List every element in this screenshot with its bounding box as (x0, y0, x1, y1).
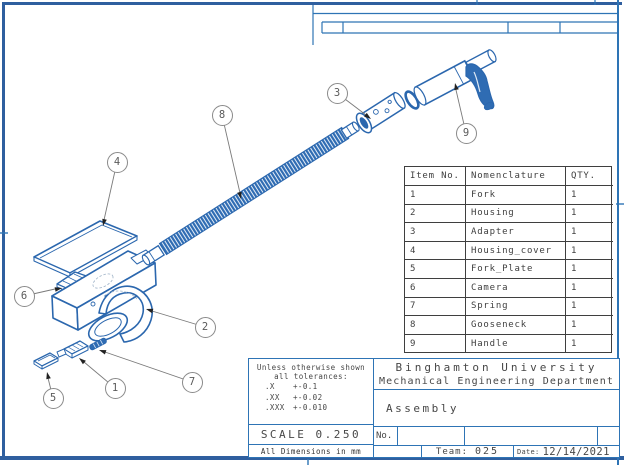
tol-label: .XXX (265, 403, 285, 412)
no-label-cell: No. (373, 426, 398, 446)
fork-bracket-part (56, 340, 89, 359)
spring-part (89, 337, 107, 351)
gooseneck-part (141, 121, 360, 266)
table-cell: 8 (405, 316, 466, 335)
table-cell: 6 (405, 278, 466, 298)
no-end-cell (597, 426, 620, 446)
table-cell: Handle (466, 334, 566, 354)
no-extra-cell (464, 426, 598, 446)
balloon-item-1: 1 (104, 377, 126, 399)
table-cell: 1 (566, 223, 613, 242)
tolerance-note: Unless otherwise shown (256, 363, 366, 372)
balloon-item-9: 9 (455, 122, 477, 144)
tolerance-row: .XXX +-0.010 (249, 403, 373, 413)
balloon-item-4: 4 (106, 151, 128, 173)
drawing-title-cell: Assembly (373, 389, 620, 427)
org-department: Mechanical Engineering Department (379, 376, 614, 387)
table-cell: 9 (405, 334, 466, 354)
tol-label: .XX (265, 392, 280, 402)
balloon-item-5: 5 (42, 387, 64, 409)
balloon-item-6: 6 (13, 285, 35, 307)
table-cell: 1 (405, 186, 466, 205)
fork-plate-part (33, 352, 59, 370)
col-header-nomenclature: Nomenclature (466, 167, 566, 186)
table-cell: Spring (466, 297, 566, 317)
table-cell: Gooseneck (466, 316, 566, 335)
date-label: Date: (517, 447, 540, 456)
table-cell: 1 (566, 205, 613, 224)
dimensions-note-cell: All Dimensions in mm (248, 444, 374, 458)
table-cell: 1 (566, 298, 613, 317)
organization-cell: Binghamton University Mechanical Enginee… (373, 358, 620, 390)
scale-cell: SCALE 0.250 (248, 424, 374, 445)
tol-label: .X (265, 382, 275, 391)
table-cell: 3 (405, 223, 466, 242)
balloon-item-2: 2 (194, 316, 216, 338)
table-cell: Fork (466, 186, 566, 205)
tolerance-block: Unless otherwise shown all tolerances: .… (248, 358, 374, 425)
parts-list-table: Item No. Nomenclature QTY. 1 Fork 1 2 Ho… (404, 166, 613, 354)
date-cell: Date: 12/14/2021 (513, 445, 620, 458)
balloon-item-7: 7 (181, 371, 203, 393)
table-cell: Housing_cover (466, 241, 566, 261)
team-value: 025 (475, 446, 500, 457)
bottom-empty-cell (373, 445, 422, 458)
table-cell: 1 (571, 339, 578, 350)
top-template-strip (312, 0, 618, 45)
centering-marks (0, 203, 624, 465)
table-cell: 1 (566, 242, 613, 261)
fork-part (87, 285, 153, 343)
table-cell: 4 (405, 241, 466, 261)
handle-part (413, 49, 497, 111)
tol-value: +-0.010 (293, 403, 328, 412)
adapter-part (355, 91, 406, 134)
team-label: Team: (435, 446, 469, 457)
tol-value: +-0.02 (293, 392, 323, 402)
date-value: 12/14/2021 (542, 445, 610, 458)
table-cell: Adapter (466, 223, 566, 242)
col-header-qty: QTY. (566, 167, 613, 186)
tolerance-note: all tolerances: (274, 372, 348, 381)
tol-value: +-0.1 (293, 382, 318, 391)
table-cell: 2 (405, 204, 466, 224)
table-cell: Camera (466, 278, 566, 298)
tolerance-row: .X +-0.1 (249, 382, 373, 392)
table-cell: 5 (405, 260, 466, 279)
table-cell: 1 (566, 316, 613, 335)
table-cell: 1 (566, 260, 613, 279)
balloon-item-3: 3 (326, 82, 348, 104)
col-header-item-no: Item No. (405, 167, 466, 186)
tolerance-row: .XX +-0.02 (249, 393, 373, 403)
org-name: Binghamton University (395, 361, 598, 374)
table-cell: Fork_Plate (466, 260, 566, 279)
table-cell: Housing (466, 204, 566, 224)
table-cell: 1 (566, 279, 613, 298)
no-value-cell (397, 426, 465, 446)
table-cell: 7 (405, 297, 466, 317)
table-cell: 1 (566, 186, 613, 205)
balloon-item-8: 8 (211, 104, 233, 126)
team-cell: Team: 025 (421, 445, 514, 458)
